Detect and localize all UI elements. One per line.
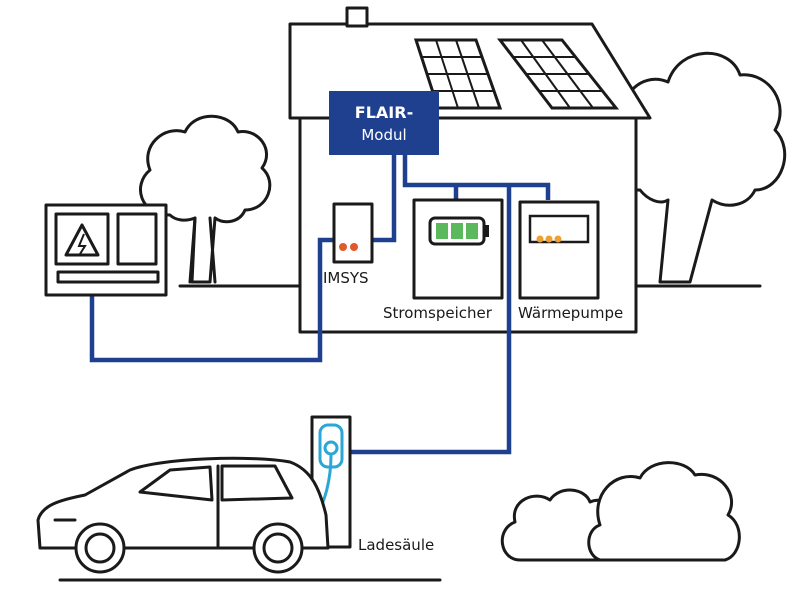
- imsys-meter: [332, 202, 374, 264]
- chimney: [345, 6, 369, 28]
- battery-icon: [428, 216, 489, 246]
- indicator-light: [545, 235, 553, 243]
- car-icon: [36, 456, 330, 574]
- indicator-light: [554, 235, 562, 243]
- storage-label: Stromspeicher: [383, 304, 493, 322]
- grid-connection-box: [44, 203, 168, 297]
- heatpump-label: Wärmepumpe: [518, 304, 623, 322]
- power-wires: [89, 139, 551, 455]
- tree-left: [139, 114, 272, 284]
- imsys-label: IMSYS: [323, 269, 369, 287]
- battery-storage: [412, 198, 504, 300]
- high-voltage-icon: [64, 223, 100, 257]
- flair-module: FLAIR- Modul: [329, 91, 439, 155]
- flair-module-title: FLAIR-: [355, 103, 413, 122]
- indicator-light: [536, 235, 544, 243]
- heat-pump: [518, 200, 600, 300]
- bushes: [500, 461, 741, 562]
- indicator-light: [339, 243, 347, 251]
- solar-panel-icon: [413, 38, 620, 110]
- indicator-light: [350, 243, 358, 251]
- charger-label: Ladesäule: [358, 536, 434, 554]
- flair-module-subtitle: Modul: [361, 126, 406, 144]
